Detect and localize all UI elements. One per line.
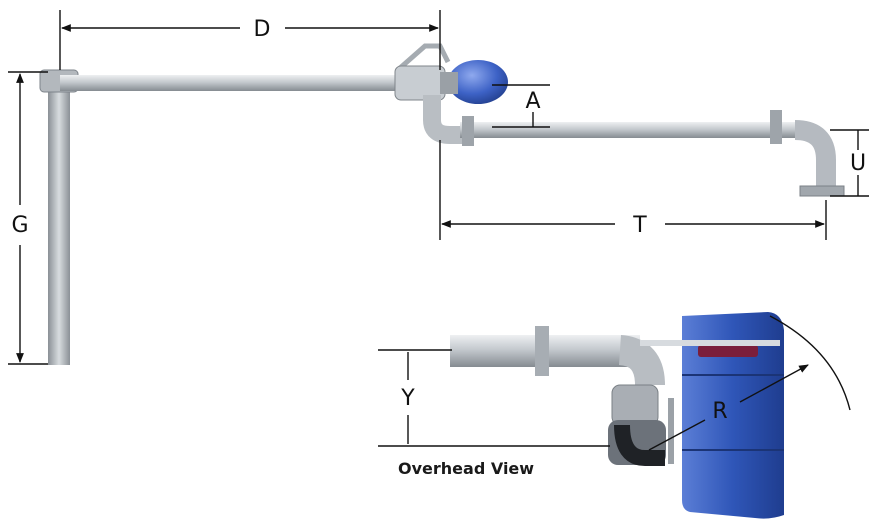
valve-neck <box>440 72 458 94</box>
overhead-drop-body <box>611 384 659 426</box>
inboard-arm-pipe <box>60 75 405 91</box>
swivel-joint <box>394 65 446 101</box>
hanger-bracket <box>398 43 451 70</box>
dimension-label-y: Y <box>400 386 415 411</box>
dimension-label-d: D <box>254 17 271 42</box>
tank-panel <box>682 312 784 519</box>
overhead-support-rod <box>668 398 674 464</box>
panel-top-rail <box>640 340 780 346</box>
overhead-elbow-black <box>614 424 665 466</box>
panel-hatch <box>698 345 758 357</box>
riser-pipe <box>48 80 70 365</box>
overhead-elbow <box>617 335 665 386</box>
drop-elbow <box>794 120 836 190</box>
outboard-arm-pipe <box>460 122 800 138</box>
drop-flange <box>799 185 845 197</box>
blue-valve <box>448 60 508 104</box>
dimension-label-r: R <box>712 399 727 424</box>
elbow-down <box>423 95 470 144</box>
dimension-label-g: G <box>11 213 28 238</box>
side-view <box>39 43 845 365</box>
overhead-view: Y R Overhead View <box>378 312 851 519</box>
dimension-label-a: A <box>525 89 540 114</box>
dimension-label-u: U <box>850 151 866 176</box>
dimension-lines <box>8 10 869 365</box>
outboard-clamp-left <box>462 116 474 146</box>
dimension-label-t: T <box>632 213 647 238</box>
outboard-clamp-right <box>770 110 782 144</box>
overhead-view-caption: Overhead View <box>398 459 534 478</box>
overhead-pipe-clamp <box>535 326 549 376</box>
